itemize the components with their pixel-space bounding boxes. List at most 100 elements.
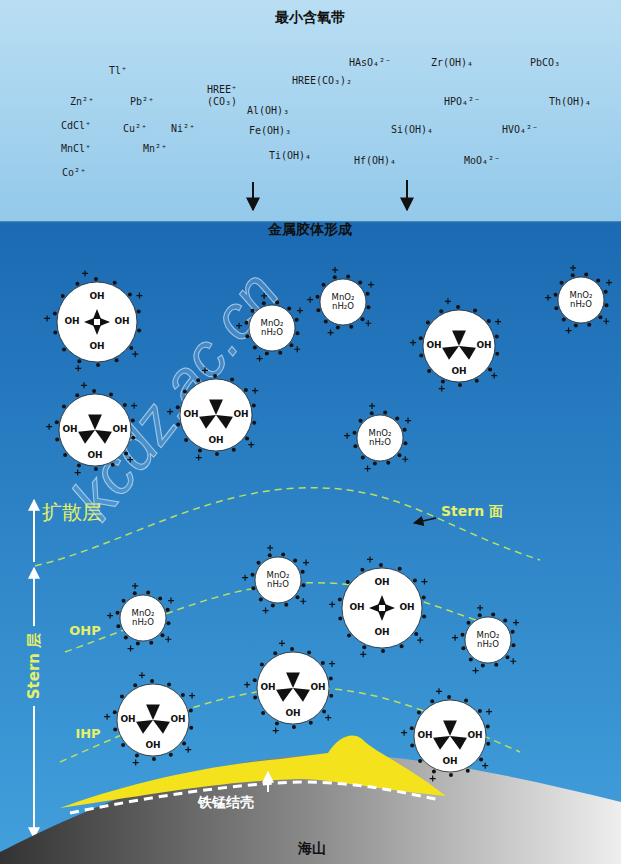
counter-ion <box>165 636 171 642</box>
layer-label: Stern 层 <box>25 633 44 699</box>
surface-charge <box>131 436 135 440</box>
surface-charge <box>55 420 59 424</box>
tetrahedron-symbol <box>153 720 170 734</box>
surface-charge <box>458 383 462 387</box>
counter-ion <box>510 658 516 664</box>
surface-charge <box>370 411 374 415</box>
layer-label: Stern 面 <box>441 503 503 521</box>
surface-charge <box>196 378 200 382</box>
counter-ion <box>545 295 551 301</box>
surface-charge <box>198 449 202 453</box>
surface-charge <box>262 301 266 305</box>
counter-ion <box>360 651 366 657</box>
hydroxyl-label: OH <box>451 367 466 376</box>
colloid-outline <box>326 552 438 664</box>
counter-ion <box>128 646 134 652</box>
counter-ion <box>168 598 174 604</box>
chemical-species: Th(OH)₄ <box>549 96 591 107</box>
hydroxide-colloid: OHOHOH <box>407 294 511 398</box>
surface-charge <box>245 334 249 338</box>
surface-charge <box>295 331 299 335</box>
hydroxyl-label: OH <box>310 683 325 692</box>
surface-charge <box>259 597 263 601</box>
counter-ion <box>328 330 334 336</box>
surface-charge <box>275 722 279 726</box>
formula-text: MnO₂ nH₂O <box>565 291 597 309</box>
counter-ion <box>368 282 374 288</box>
chemical-species: Al(OH)₃ <box>247 105 289 116</box>
counter-ion <box>307 297 313 303</box>
counter-ion <box>127 457 133 463</box>
chemical-species: Pb²⁺ <box>130 96 154 107</box>
counter-ion <box>477 605 483 611</box>
counter-ion <box>325 715 331 721</box>
surface-charge <box>62 404 66 408</box>
surface-charge <box>366 292 370 296</box>
surface-charge <box>120 694 124 698</box>
counter-ion <box>365 320 371 326</box>
surface-charge <box>488 368 492 372</box>
surface-charge <box>481 663 485 667</box>
chemical-species: Zn²⁺ <box>70 96 94 107</box>
hydroxyl-label: OH <box>442 757 457 766</box>
surface-charge <box>329 676 333 680</box>
surface-charge <box>92 389 96 393</box>
surface-charge <box>419 336 423 340</box>
counter-ion <box>297 308 303 314</box>
surface-charge <box>166 621 170 625</box>
tetrahedron-symbol <box>459 346 476 360</box>
surface-charge <box>486 724 490 728</box>
hydroxyl-label: OH <box>467 731 482 740</box>
surface-charge <box>587 323 591 327</box>
surface-charge <box>461 633 465 637</box>
counter-ion <box>244 682 250 688</box>
surface-charge <box>230 377 234 381</box>
surface-charge <box>447 695 451 699</box>
surface-charge <box>361 455 365 459</box>
counter-ion <box>513 620 519 626</box>
hydroxyl-label: OH <box>145 741 160 750</box>
surface-charge <box>456 305 460 309</box>
surface-charge <box>366 305 370 309</box>
octahedron-symbol <box>93 325 101 335</box>
formula-text: MnO₂ nH₂O <box>262 571 294 589</box>
hydroxide-colloid: OHOHOH <box>398 684 502 788</box>
chemical-species: PbCO₃ <box>530 57 560 68</box>
counter-ion <box>401 730 407 736</box>
surface-charge <box>244 388 248 392</box>
counter-ion <box>365 466 371 472</box>
hydroxide-colloid: OHOHOHOH <box>41 266 153 378</box>
surface-charge <box>419 354 423 358</box>
surface-charge <box>414 632 418 636</box>
surface-charge <box>353 431 357 435</box>
counter-ion <box>189 693 195 699</box>
counter-ion <box>252 388 258 394</box>
colloid-particle <box>423 310 495 382</box>
surface-charge <box>360 317 364 321</box>
counter-ion <box>452 635 458 641</box>
surface-charge <box>53 311 57 315</box>
surface-charge <box>329 694 333 698</box>
surface-charge <box>359 419 363 423</box>
surface-charge <box>322 710 326 714</box>
octahedron-symbol <box>378 595 386 605</box>
surface-charge <box>181 693 185 697</box>
surface-charge <box>410 744 414 748</box>
surface-charge <box>554 306 558 310</box>
surface-charge <box>149 641 153 645</box>
surface-charge <box>116 624 120 628</box>
colloid-particle <box>320 279 366 325</box>
surface-charge <box>346 275 350 279</box>
diffuse-layer-arrow <box>33 500 35 562</box>
surface-charge <box>475 379 479 383</box>
counter-ion <box>279 640 285 646</box>
surface-charge <box>584 273 588 277</box>
surface-charge <box>574 323 578 327</box>
tetrahedron-symbol <box>88 414 102 430</box>
surface-charge <box>184 438 188 442</box>
counter-ion <box>294 346 300 352</box>
surface-charge <box>278 351 282 355</box>
surface-charge <box>245 321 249 325</box>
surface-charge <box>321 661 325 665</box>
counter-ion <box>603 318 609 324</box>
